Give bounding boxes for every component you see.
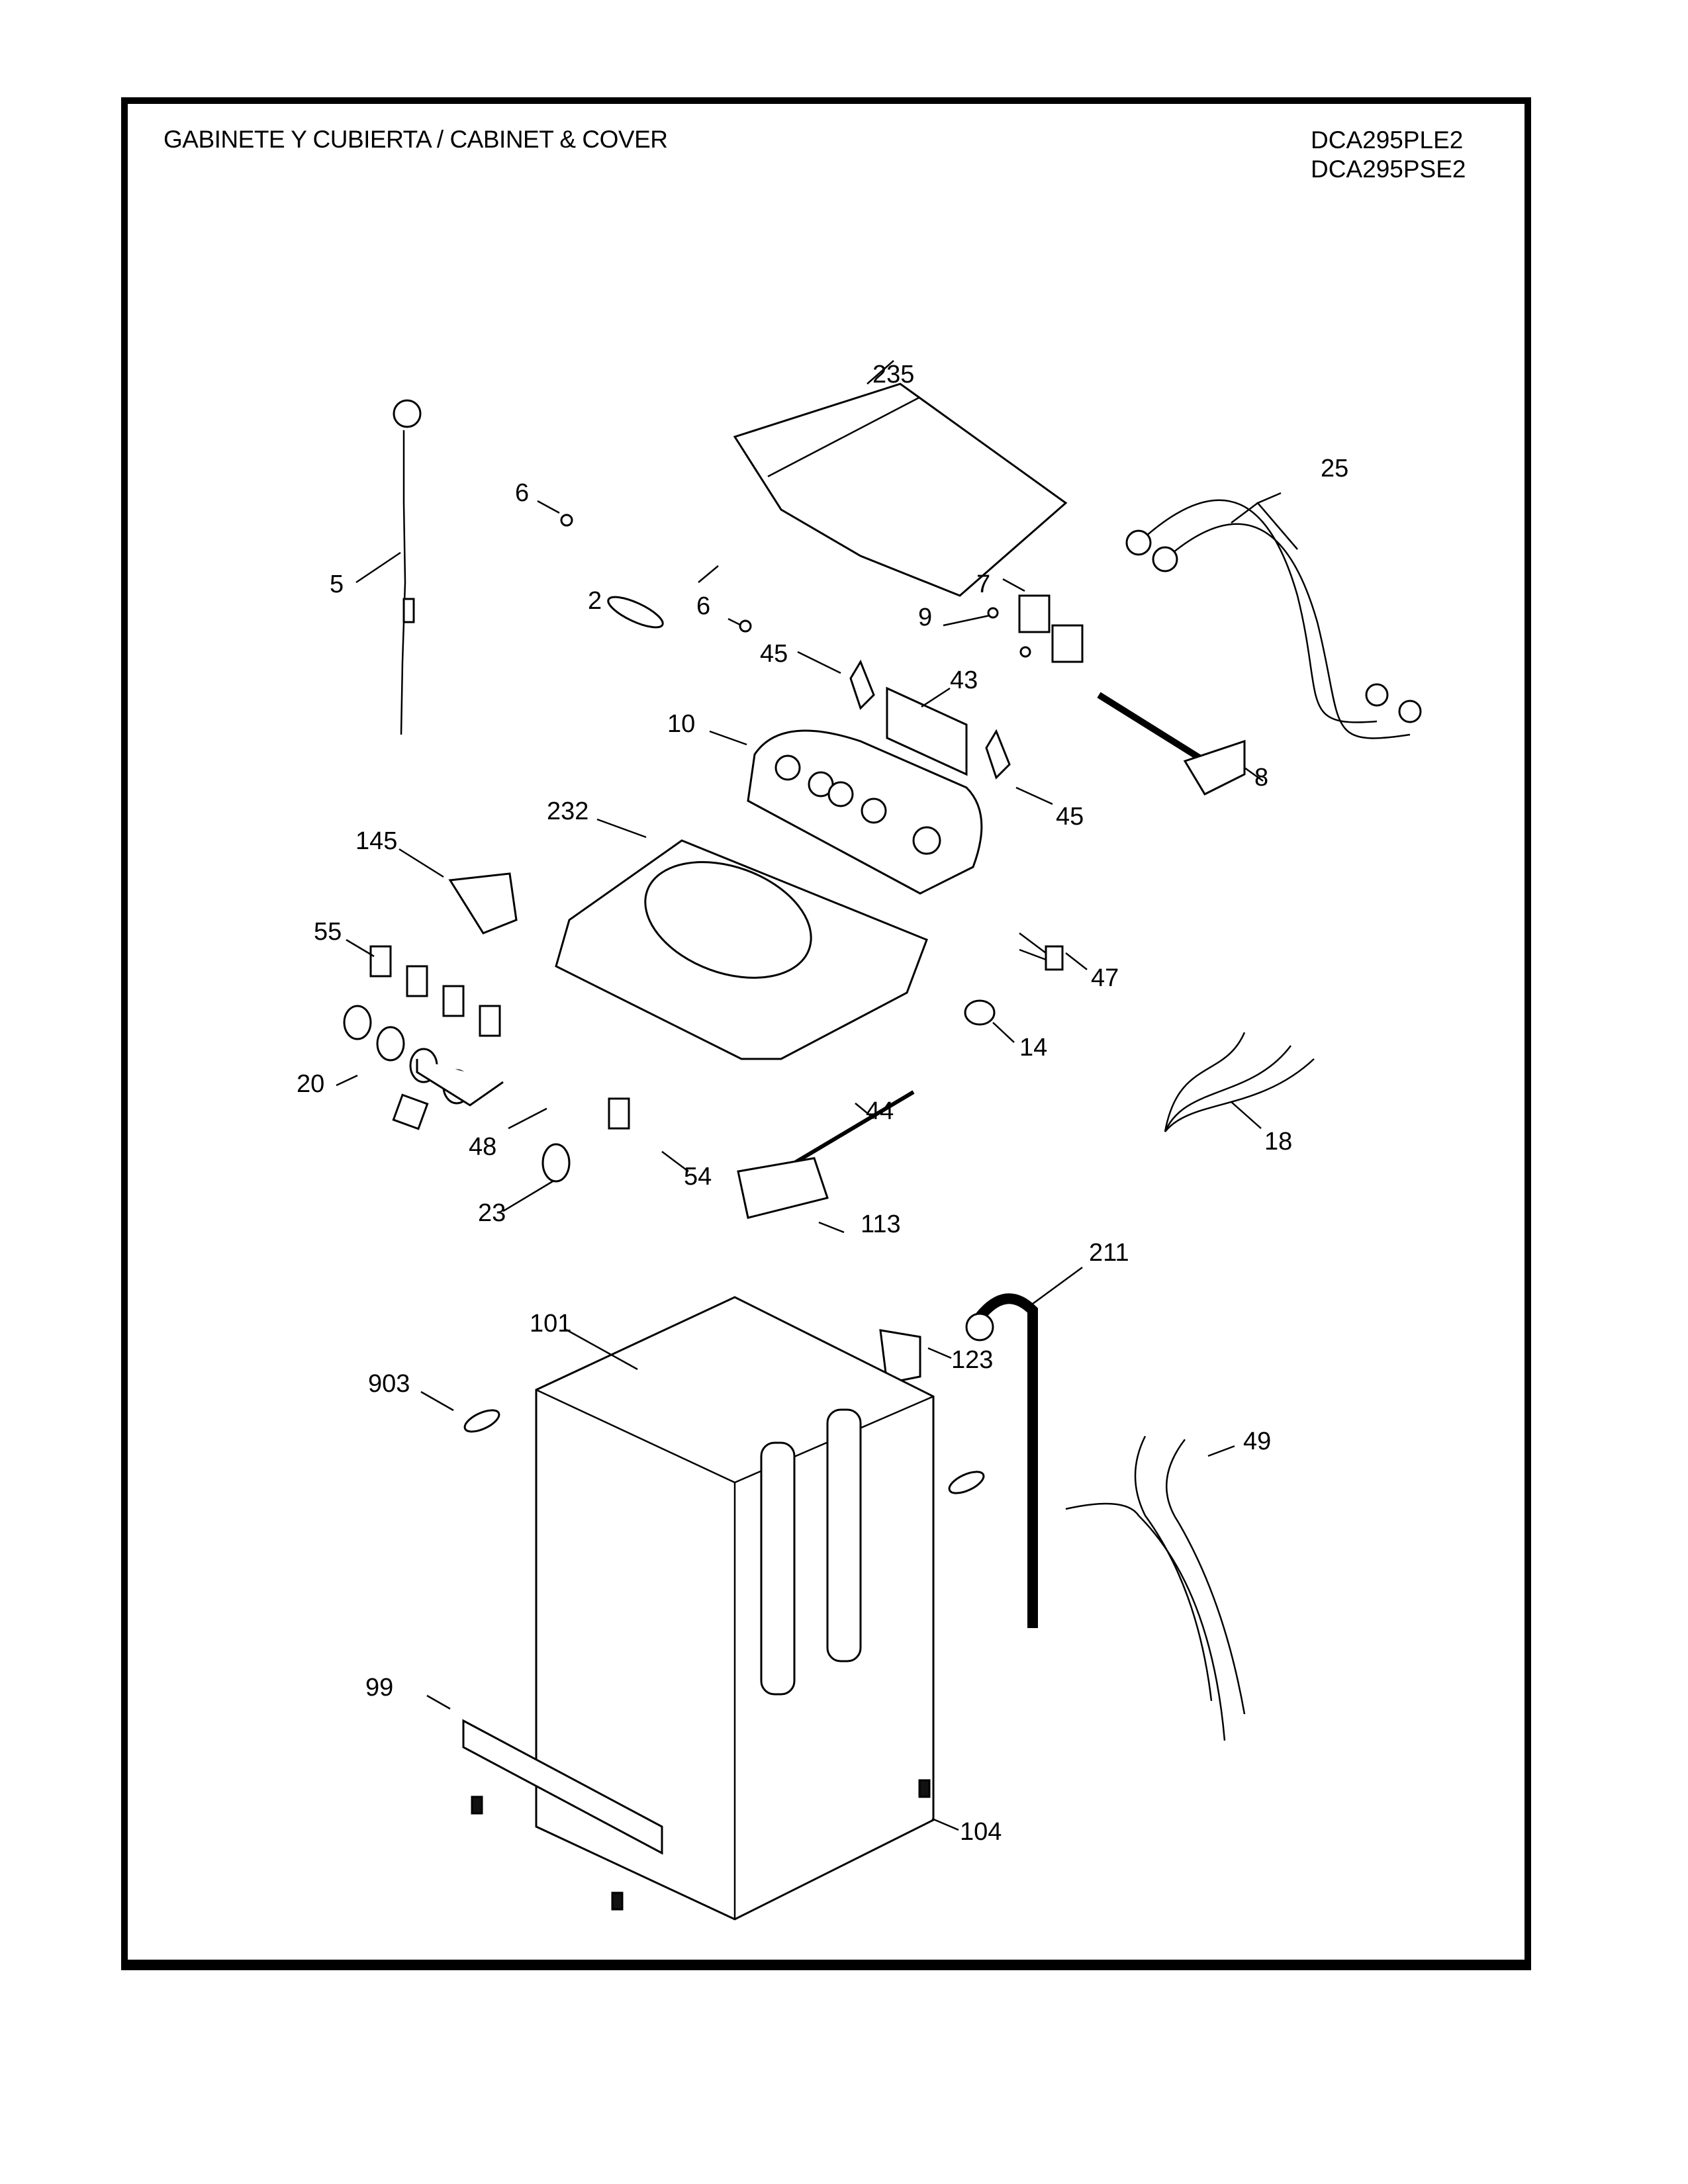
callout-label: 211 [1089,1239,1129,1267]
clamp-part [1019,646,1031,658]
grommet-part [463,1409,500,1433]
hose-support-part [879,1329,921,1385]
callout-label: 23 [478,1199,506,1227]
callout-label: 43 [950,666,978,694]
callout-label: 10 [667,710,695,738]
callout-label: 54 [684,1163,712,1191]
ground-wires-part [1164,1032,1315,1132]
hose-assembly-part [1097,692,1246,796]
callout-label: 44 [866,1097,894,1125]
callout-label: 20 [297,1070,324,1098]
callout-label: 49 [1243,1428,1271,1455]
model-number: DCA295PLE2 [1311,126,1464,154]
callout-label: 113 [861,1210,901,1238]
callout-label: 5 [330,570,344,598]
model-numbers: DCA295PLE2 DCA295PSE2 [1311,126,1466,184]
callout-label: 99 [365,1674,393,1702]
diagram-title: GABINETE Y CUBIERTA / CABINET & COVER [164,126,668,153]
drain-hose-part [965,1293,1038,1628]
leveling-foot-part [611,1891,624,1911]
callout-label: 235 [872,361,914,388]
callout-label: 123 [951,1346,993,1374]
control-panel-part [747,729,983,895]
callout-label: 45 [760,640,788,668]
bumper-part [739,619,752,633]
leveling-foot-part [471,1796,483,1815]
callout-label: 25 [1321,455,1348,482]
leader-lines [336,360,1298,1831]
top-cover-part [555,839,928,1060]
callout-label: 104 [960,1818,1002,1846]
callout-label: 9 [918,604,932,631]
callout-label: 8 [1254,764,1268,792]
main-harness-part [1065,1435,1246,1741]
callout-label: 232 [547,797,588,825]
callout-label: 55 [314,918,342,946]
callout-label: 2 [588,587,602,615]
model-number: DCA295PSE2 [1311,156,1466,183]
callout-label: 47 [1091,964,1119,992]
lid-lock-part [737,1157,829,1219]
callout-label: 45 [1056,803,1084,831]
switch-board-part [392,1093,429,1130]
dispenser-part [448,872,518,934]
cabinet-part [535,1296,935,1921]
selector-switches-part [369,945,501,1037]
bumper-part [560,514,573,527]
callout-label: 6 [696,592,710,620]
switch-part [608,1097,630,1130]
callout-labels: 235 6 6 5 2 25 7 9 45 43 10 8 45 232 145… [297,361,1348,1846]
lid-part [733,383,1068,597]
callout-label: 7 [976,570,990,598]
front-trim-part [462,1719,663,1855]
callout-label: 48 [469,1133,496,1161]
callout-label: 14 [1019,1034,1047,1062]
inlet-hoses-part [1125,499,1422,739]
clamp-part [987,607,999,619]
callout-label: 145 [355,827,397,855]
power-cord-part [393,399,422,735]
callout-label: 903 [368,1370,410,1398]
emblem-part [607,596,664,629]
callout-label: 6 [515,479,529,507]
pressure-switch-part [964,999,996,1026]
knobs-bracket-line [416,1059,504,1107]
wire-harness-part [1019,933,1064,971]
callout-label: 101 [530,1310,571,1338]
bracket-part [985,729,1011,780]
grommet-part [948,1471,985,1494]
control-board-part [886,686,968,776]
drawing-frame [121,97,1531,1970]
leveling-foot-part [918,1779,931,1798]
callout-label: 18 [1264,1128,1292,1156]
knob-part [541,1143,571,1183]
bracket-part [849,659,875,710]
water-valve-part [1018,594,1084,663]
